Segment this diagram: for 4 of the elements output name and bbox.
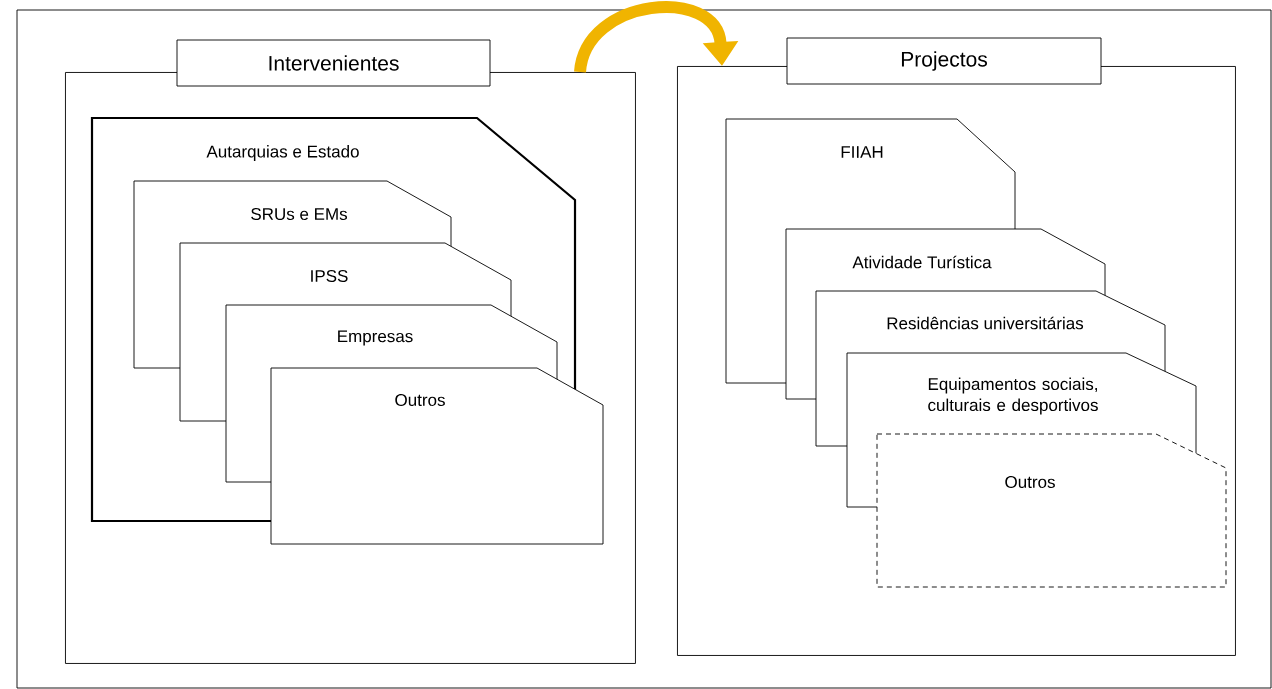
node-label: Intervenientes — [269, 55, 399, 71]
card: Outros — [876, 433, 1227, 588]
card: Outros — [270, 367, 604, 545]
curved-arrow — [574, 1, 739, 74]
